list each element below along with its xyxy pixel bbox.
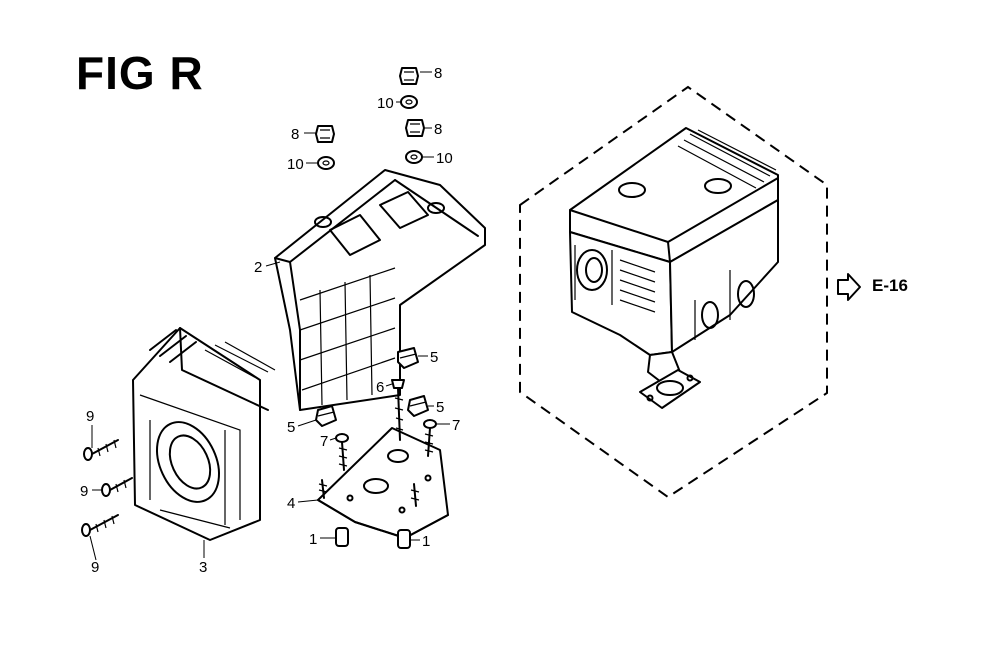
arrow-icon — [837, 273, 861, 301]
stud-icon — [410, 483, 420, 507]
cap-icon — [397, 529, 411, 549]
callout-9: 9 — [80, 483, 88, 500]
callout-8: 8 — [434, 121, 442, 138]
grommet-icon — [315, 405, 337, 427]
callout-10: 10 — [377, 95, 394, 112]
callout-7: 7 — [320, 433, 328, 450]
assembled-unit-illustration — [569, 127, 779, 409]
callout-9: 9 — [86, 408, 94, 425]
leader-lines — [89, 71, 450, 561]
callout-8: 8 — [291, 126, 299, 143]
stud-icon — [318, 479, 328, 499]
callout-6: 6 — [376, 379, 384, 396]
callout-1: 1 — [309, 531, 317, 548]
bolt-icon — [101, 477, 133, 497]
washer-icon — [405, 150, 423, 164]
callout-10: 10 — [436, 150, 453, 167]
grommet-icon — [407, 395, 429, 417]
callouts: 8 10 8 8 10 10 2 5 5 5 6 7 7 4 1 1 3 9 9… — [80, 65, 460, 576]
callout-5: 5 — [287, 419, 295, 436]
figure-title: FIG R — [76, 47, 204, 99]
callout-10: 10 — [287, 156, 304, 173]
screw-icon — [335, 433, 349, 471]
part-3-housing — [132, 327, 276, 541]
nut-icon — [315, 125, 335, 143]
washer-icon — [400, 95, 418, 109]
screw-icon — [391, 379, 405, 441]
assembly-outline — [519, 85, 828, 499]
nut-icon — [399, 67, 419, 85]
bolt-icon — [81, 514, 119, 537]
screw-icon — [423, 419, 437, 457]
grommet-icon — [397, 347, 419, 369]
part-4-plate — [317, 427, 449, 539]
callout-3: 3 — [199, 559, 207, 576]
washer-icon — [317, 156, 335, 170]
callout-2: 2 — [254, 259, 262, 276]
callout-9: 9 — [91, 559, 99, 576]
callout-7: 7 — [452, 417, 460, 434]
bolt-icon — [83, 439, 119, 461]
callout-5: 5 — [436, 399, 444, 416]
callout-4: 4 — [287, 495, 295, 512]
callout-1: 1 — [422, 533, 430, 550]
cap-icon — [335, 527, 349, 547]
part-2-manifold — [274, 169, 486, 411]
callout-5: 5 — [430, 349, 438, 366]
reference-label: E-16 — [872, 276, 908, 295]
callout-8: 8 — [434, 65, 442, 82]
nut-icon — [405, 119, 425, 137]
